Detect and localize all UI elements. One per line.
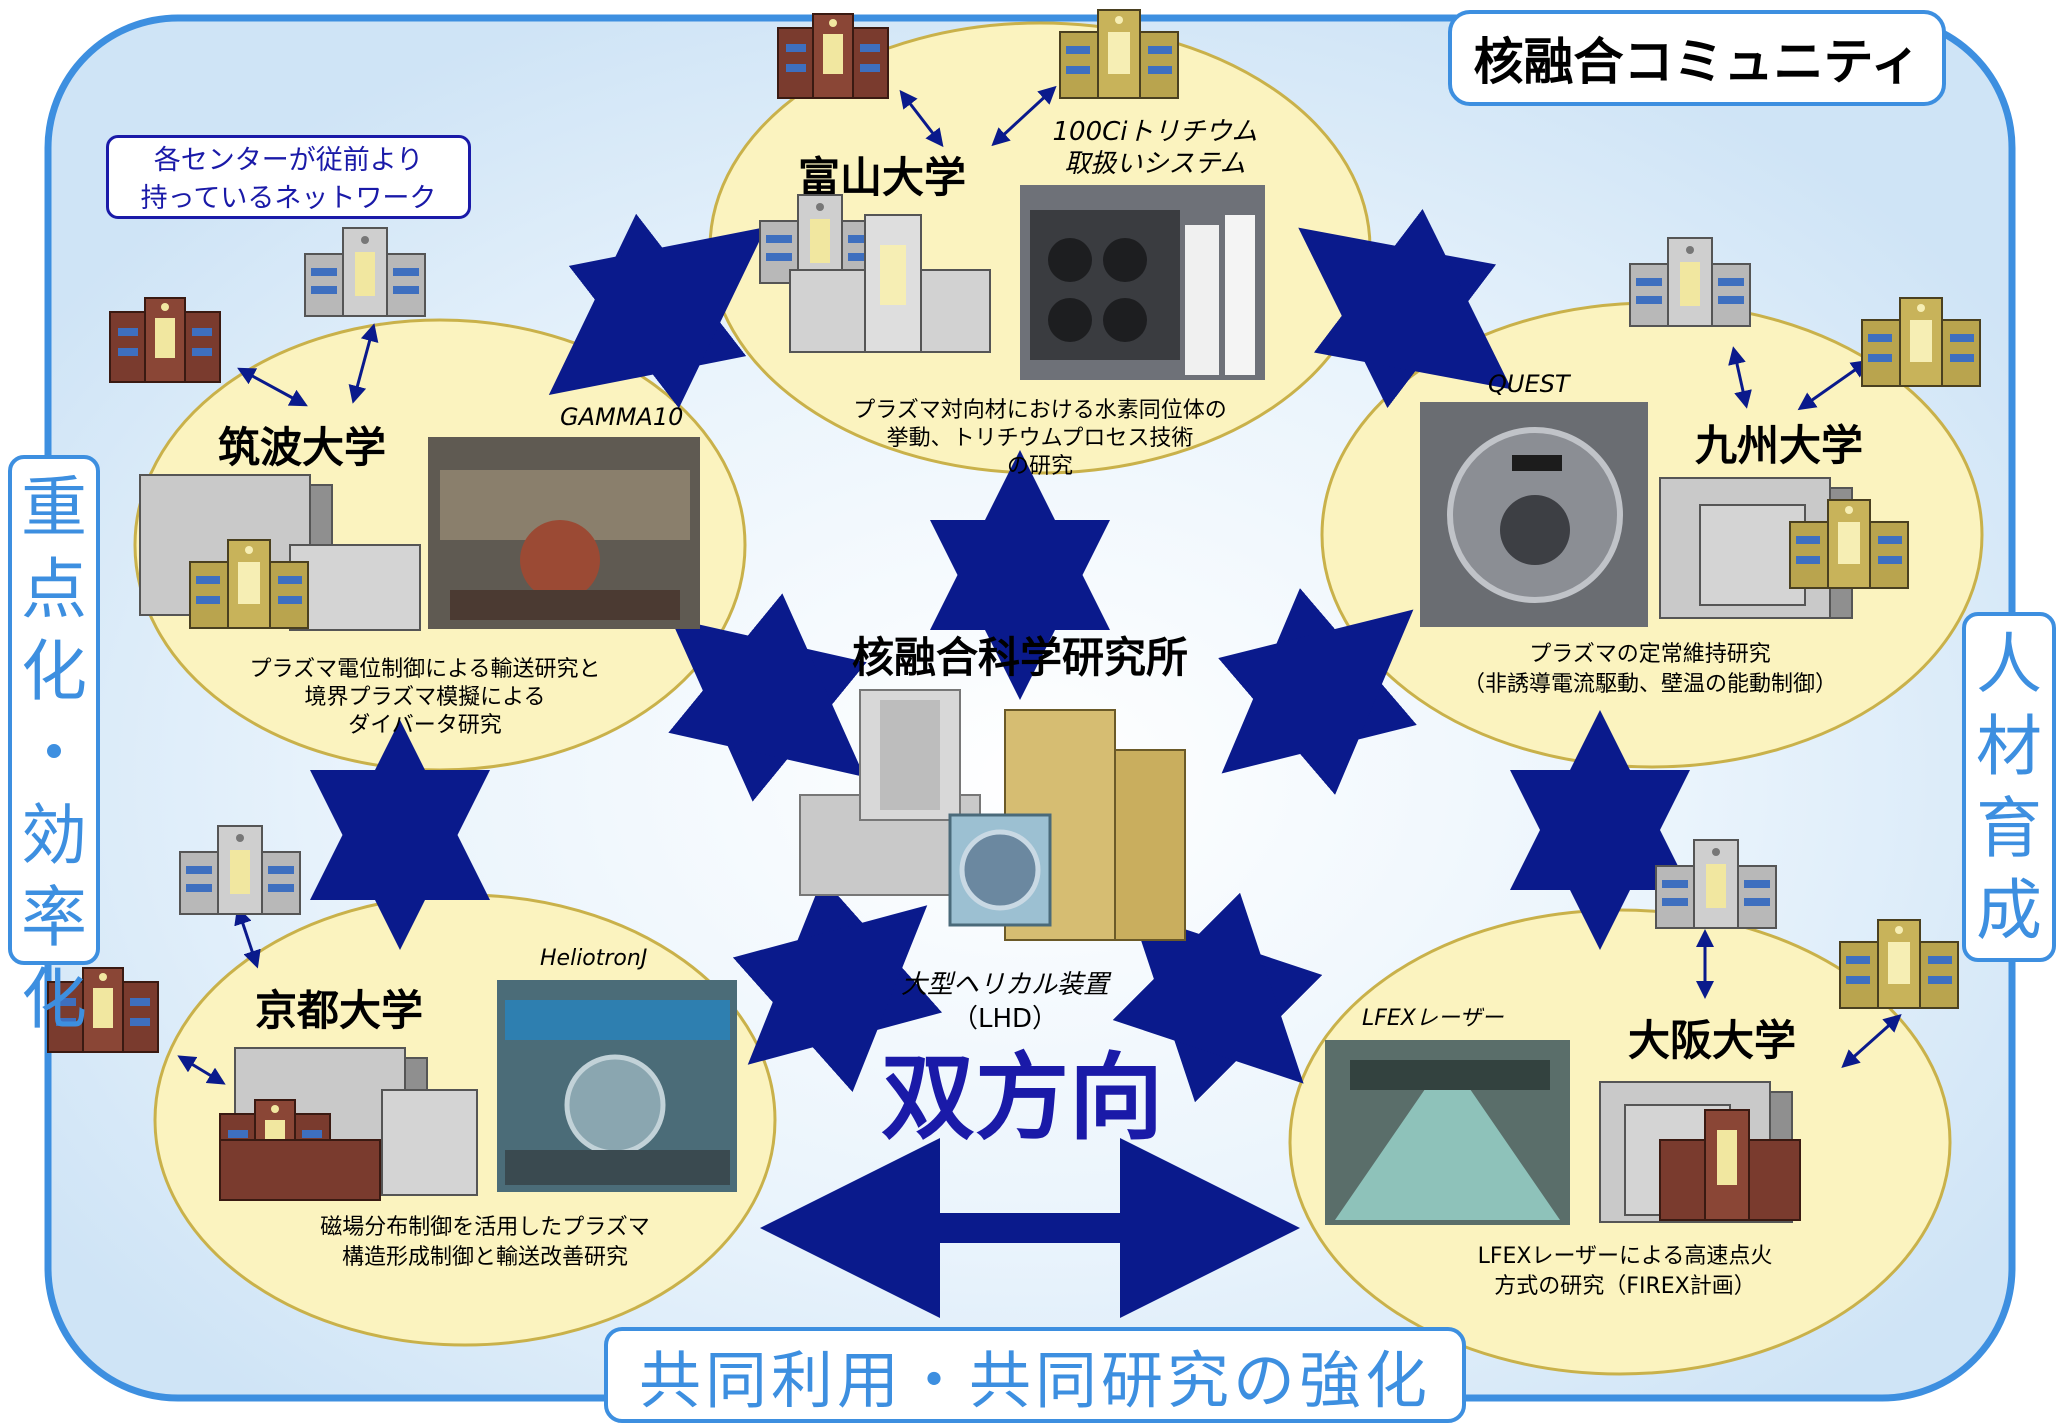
community-title: 核融合コミュニティ (1448, 10, 1946, 106)
left-label-char: 化 (21, 961, 87, 1038)
left-label-char: ・ (21, 715, 87, 792)
toyama-name: 富山大学 (798, 153, 966, 202)
toyama-research: の研究 (1007, 454, 1073, 479)
small-arrows (177, 85, 1902, 1085)
big-arrows (310, 208, 1690, 1318)
arrow-toyama-tsukuba (548, 213, 767, 409)
network-note-line: 各センターが従前より (153, 145, 424, 176)
network-note: 各センターが従前より 持っているネットワーク (106, 135, 471, 219)
center-device: （LHD） (952, 1004, 1058, 1034)
tsukuba-building (139, 474, 421, 631)
osaka-building (1599, 1081, 1801, 1223)
osaka-research: 方式の研究（FIREX計画） (1494, 1274, 1755, 1299)
left-label-char: 率 (21, 879, 87, 956)
arrow-tsukuba-center (668, 593, 867, 802)
right-label-char: 育 (1976, 790, 2042, 867)
kyushu-photo (1420, 402, 1648, 627)
kyushu-building (1659, 477, 1909, 619)
tsukuba-research: ダイバータ研究 (348, 713, 502, 738)
right-label-box: 人 材 育 成 (1962, 612, 2056, 962)
arrow-osaka-center (1112, 892, 1323, 1103)
right-label-char: 材 (1976, 708, 2042, 785)
tsukuba-photo (428, 437, 700, 629)
tsukuba-research: プラズマ電位制御による輸送研究と (250, 657, 601, 682)
osaka-photo (1325, 1040, 1570, 1225)
right-label-char: 成 (1976, 872, 2042, 949)
bidirectional-label: 双方向 (881, 1044, 1163, 1153)
left-label-char: 重 (21, 469, 87, 546)
arrow-kyoto-center (732, 877, 943, 1093)
right-label-char: 人 (1976, 626, 2042, 703)
tsukuba-research: 境界プラズマ模擬による (305, 685, 546, 710)
toyama-facility: 取扱いシステム (1064, 149, 1245, 179)
tsukuba-name: 筑波大学 (218, 423, 386, 472)
left-label-char: 点 (21, 551, 87, 628)
left-label-char: 効 (21, 797, 87, 874)
center-device: 大型ヘリカル装置 (901, 970, 1112, 1000)
bottom-label: 共同利用・共同研究の強化 (604, 1327, 1466, 1423)
toyama-facility: 100Ciトリチウム (1052, 117, 1257, 147)
center-name: 核融合科学研究所 (852, 633, 1188, 682)
center-building (799, 689, 1186, 941)
tsukuba-facility: GAMMA10 (560, 403, 683, 431)
kyushu-research: プラズマの定常維持研究 (1529, 642, 1771, 667)
kyushu-name: 九州大学 (1695, 421, 1863, 470)
toyama-research: 挙動、トリチウムプロセス技術 (887, 426, 1194, 451)
osaka-name: 大阪大学 (1628, 1016, 1796, 1065)
arrow-toyama-kyushu (1298, 208, 1512, 409)
kyoto-research: 構造形成制御と輸送改善研究 (342, 1245, 628, 1270)
kyoto-facility: HeliotronJ (540, 946, 647, 971)
toyama-photo (1020, 185, 1265, 380)
kyoto-name: 京都大学 (255, 986, 423, 1035)
toyama-research: プラズマ対向材における水素同位体の (853, 398, 1227, 423)
osaka-research: LFEXレーザーによる高速点火 (1478, 1244, 1773, 1269)
arrow-kyushu-center (1218, 588, 1417, 795)
left-label-char: 化 (21, 633, 87, 710)
network-note-line: 持っているネットワーク (140, 183, 437, 214)
kyushu-research: （非誘導電流駆動、壁温の能動制御） (1463, 672, 1837, 697)
left-label-box: 重 点 化 ・ 効 率 化 (8, 455, 100, 1038)
kyoto-research: 磁場分布制御を活用したプラズマ (320, 1215, 650, 1240)
toyama-building (759, 194, 991, 353)
kyoto-building (219, 1047, 478, 1201)
kyushu-facility: QUEST (1488, 370, 1572, 398)
kyoto-photo (497, 980, 737, 1192)
osaka-facility: LFEXレーザー (1362, 1006, 1504, 1031)
